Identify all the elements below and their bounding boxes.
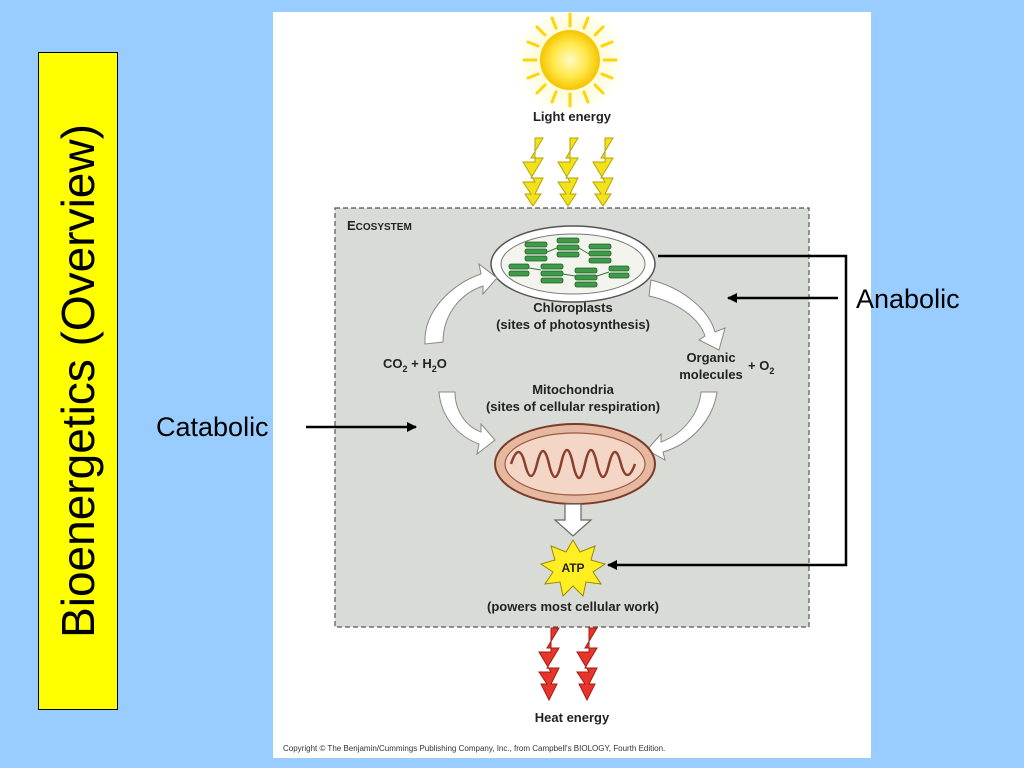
slide-title: Bioenergetics (Overview) (52, 124, 104, 638)
heat-arrow-1 (538, 627, 560, 702)
light-arrow-3 (592, 137, 614, 207)
co2-h2o-label: CO2 + H2O (383, 356, 447, 374)
molecules-label: molecules (679, 367, 743, 382)
atp-label: ATP (561, 561, 584, 575)
light-energy-arrows (522, 137, 614, 207)
mitochondria-label: Mitochondria (532, 382, 614, 397)
light-arrow-1 (522, 137, 544, 207)
mitochondrion-icon (494, 423, 656, 505)
atp-burst-icon (539, 539, 607, 598)
copyright-text: Copyright © The Benjamin/Cummings Publis… (283, 744, 665, 753)
arrow-to-atp (553, 503, 593, 537)
mitochondria-sublabel: (sites of cellular respiration) (486, 399, 660, 414)
chloroplasts-label: Chloroplasts (533, 300, 612, 315)
light-energy-label: Light energy (533, 109, 612, 124)
title-box: Bioenergetics (Overview) (38, 52, 118, 710)
catabolic-label: Catabolic (156, 412, 269, 442)
sun-icon (514, 12, 626, 116)
heat-energy-label: Heat energy (535, 710, 610, 725)
bioenergetics-figure: Light energy ECOSYSTEM (273, 12, 871, 758)
light-arrow-2 (557, 137, 579, 207)
ecosystem-label: ECOSYSTEM (347, 218, 412, 233)
heat-arrow-2 (576, 627, 598, 702)
powers-work-label: (powers most cellular work) (487, 599, 659, 614)
arrow-to-co2 (438, 391, 496, 456)
figure-canvas: Light energy ECOSYSTEM (283, 12, 810, 753)
chloroplast-icon (490, 225, 656, 303)
anabolic-label: Anabolic (856, 284, 960, 314)
chloroplasts-sublabel: (sites of photosynthesis) (496, 317, 650, 332)
organic-label: Organic (686, 350, 735, 365)
heat-energy-arrows (538, 627, 598, 702)
arrow-to-chloroplast (424, 262, 498, 345)
